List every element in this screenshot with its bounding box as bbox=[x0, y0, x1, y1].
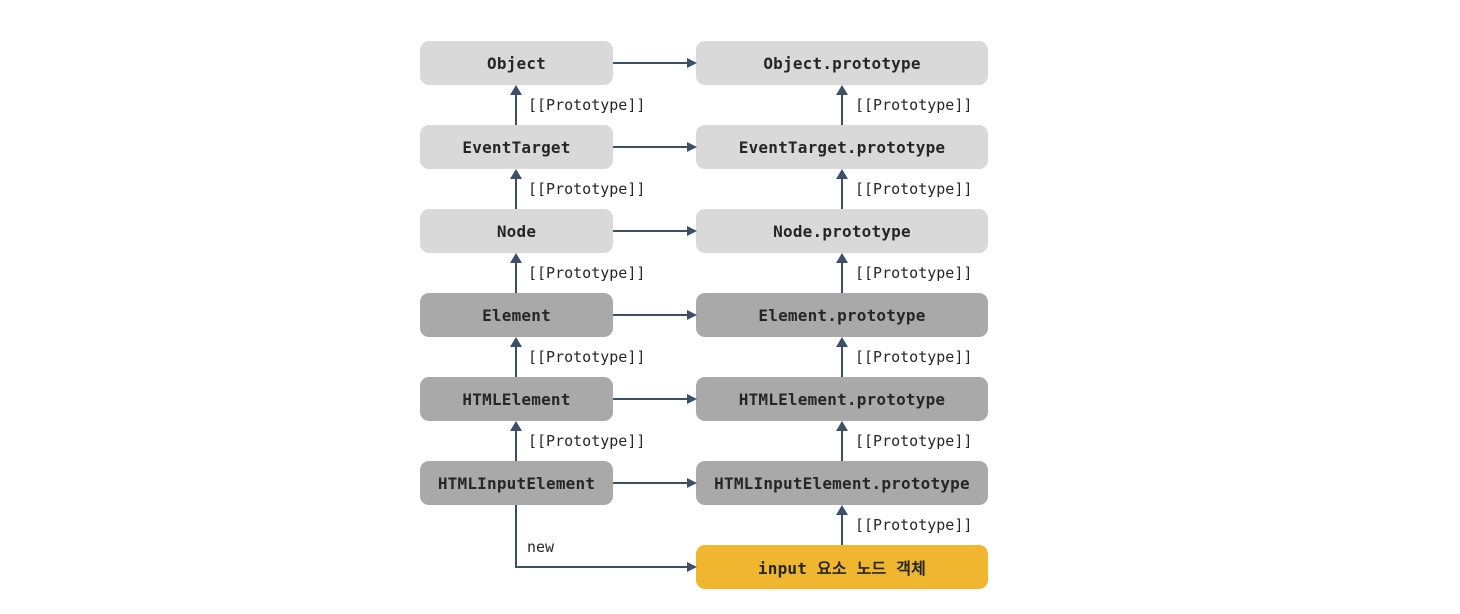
arrow-up-icon bbox=[836, 253, 848, 263]
prototype-edge-label: [[Prototype]] bbox=[855, 516, 973, 534]
prototype-line bbox=[515, 430, 517, 461]
arrow-up-icon bbox=[510, 253, 522, 263]
prototype-line bbox=[841, 94, 843, 125]
arrow-up-icon bbox=[510, 85, 522, 95]
prototype-line bbox=[841, 346, 843, 377]
arrow-right-icon bbox=[687, 562, 697, 572]
prototype-line bbox=[841, 262, 843, 293]
node-box-eventtarget-prototype: EventTarget.prototype bbox=[696, 125, 988, 169]
prototype-edge-label: [[Prototype]] bbox=[855, 348, 973, 366]
prototype-edge-label: [[Prototype]] bbox=[528, 348, 646, 366]
link-line bbox=[613, 314, 689, 316]
arrow-right-icon bbox=[687, 58, 697, 68]
prototype-line bbox=[515, 262, 517, 293]
node-box-eventtarget: EventTarget bbox=[420, 125, 613, 169]
prototype-line bbox=[841, 514, 843, 545]
arrow-right-icon bbox=[687, 394, 697, 404]
arrow-up-icon bbox=[836, 169, 848, 179]
new-path-line bbox=[515, 566, 689, 568]
node-box-htmlinputelement: HTMLInputElement bbox=[420, 461, 613, 505]
prototype-edge-label: [[Prototype]] bbox=[855, 180, 973, 198]
new-edge-label: new bbox=[527, 538, 555, 556]
node-box-object-prototype: Object.prototype bbox=[696, 41, 988, 85]
link-line bbox=[613, 230, 689, 232]
prototype-edge-label: [[Prototype]] bbox=[855, 264, 973, 282]
arrow-right-icon bbox=[687, 226, 697, 236]
prototype-line bbox=[515, 94, 517, 125]
link-line bbox=[613, 482, 689, 484]
new-path-line bbox=[515, 505, 517, 568]
arrow-up-icon bbox=[836, 337, 848, 347]
arrow-right-icon bbox=[687, 478, 697, 488]
arrow-up-icon bbox=[510, 421, 522, 431]
node-box-htmlelement: HTMLElement bbox=[420, 377, 613, 421]
node-box-element-prototype: Element.prototype bbox=[696, 293, 988, 337]
prototype-edge-label: [[Prototype]] bbox=[855, 96, 973, 114]
prototype-edge-label: [[Prototype]] bbox=[528, 96, 646, 114]
node-box-element: Element bbox=[420, 293, 613, 337]
link-line bbox=[613, 398, 689, 400]
arrow-up-icon bbox=[836, 85, 848, 95]
arrow-up-icon bbox=[510, 337, 522, 347]
node-box-htmlelement-prototype: HTMLElement.prototype bbox=[696, 377, 988, 421]
prototype-line bbox=[515, 346, 517, 377]
prototype-edge-label: [[Prototype]] bbox=[528, 432, 646, 450]
arrow-right-icon bbox=[687, 310, 697, 320]
arrow-up-icon bbox=[836, 421, 848, 431]
prototype-line bbox=[515, 178, 517, 209]
node-box-node: Node bbox=[420, 209, 613, 253]
prototype-edge-label: [[Prototype]] bbox=[528, 264, 646, 282]
arrow-up-icon bbox=[836, 505, 848, 515]
prototype-edge-label: [[Prototype]] bbox=[528, 180, 646, 198]
arrow-right-icon bbox=[687, 142, 697, 152]
node-box-input-instance: input 요소 노드 객체 bbox=[696, 545, 988, 589]
prototype-line bbox=[841, 178, 843, 209]
node-box-object: Object bbox=[420, 41, 613, 85]
link-line bbox=[613, 146, 689, 148]
prototype-edge-label: [[Prototype]] bbox=[855, 432, 973, 450]
prototype-line bbox=[841, 430, 843, 461]
arrow-up-icon bbox=[510, 169, 522, 179]
node-box-node-prototype: Node.prototype bbox=[696, 209, 988, 253]
link-line bbox=[613, 62, 689, 64]
node-box-htmlinputelement-prototype: HTMLInputElement.prototype bbox=[696, 461, 988, 505]
